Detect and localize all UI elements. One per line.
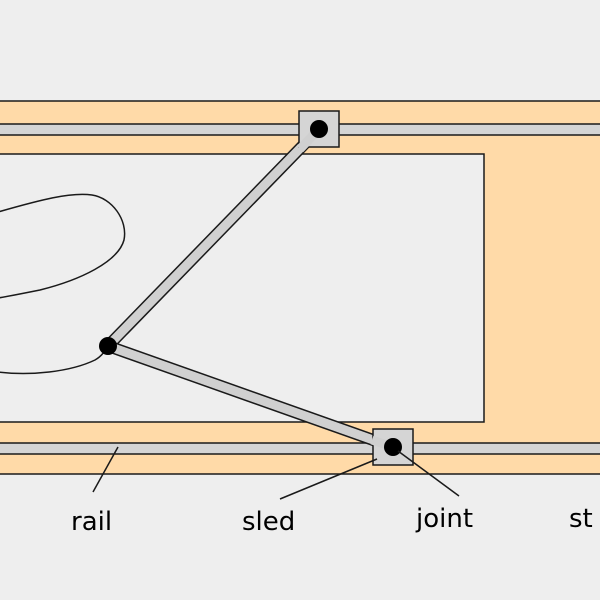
top-sled <box>298 110 340 148</box>
rail-label: rail <box>71 507 112 537</box>
sled-label: sled <box>242 507 295 537</box>
lower-arm <box>106 341 395 452</box>
sled-leader <box>279 458 378 500</box>
elbow-joint <box>99 337 117 355</box>
bottom-rail <box>0 442 600 455</box>
joint-leader <box>397 450 460 497</box>
joint-label: joint <box>415 504 473 534</box>
stage-label: st <box>569 504 593 534</box>
bottom-joint <box>384 438 402 456</box>
upper-arm <box>104 125 323 350</box>
work-area <box>0 153 485 423</box>
rail-leader <box>92 446 119 493</box>
top-joint <box>310 120 328 138</box>
